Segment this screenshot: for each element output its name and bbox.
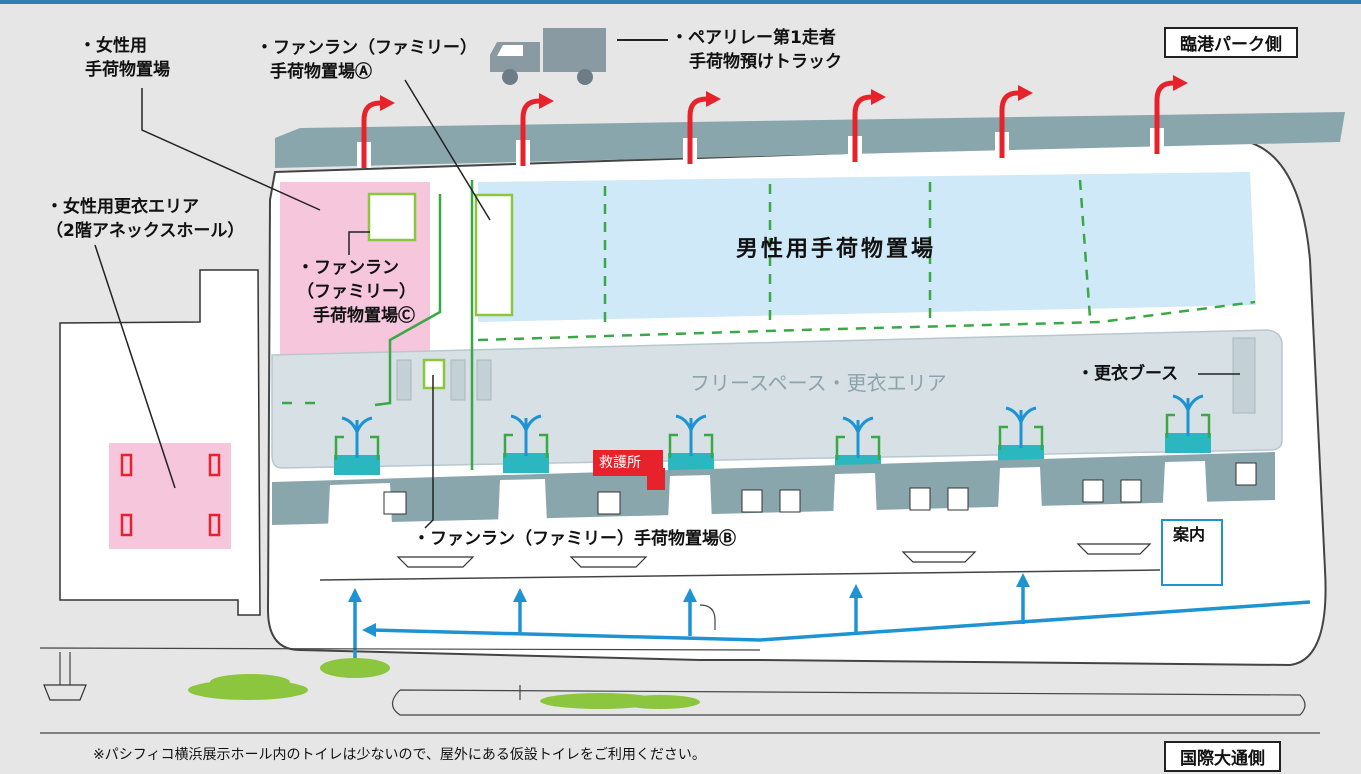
toilet-icons: [383, 462, 1257, 515]
funrun-c-label-line1: ・ファンラン: [297, 258, 399, 278]
women-changing-area: [109, 443, 231, 549]
women-changing-label-line2: （2階アネックスホール）: [46, 221, 245, 241]
funrun-a-label-line2: 手荷物置場Ⓐ: [270, 62, 372, 82]
truck-label-line2: 手荷物預けトラック: [689, 52, 842, 72]
booth-arrows: [341, 394, 1204, 458]
truck-label: ・ペアリレー第1走者 手荷物預けトラック: [671, 26, 842, 74]
women-baggage-label-line2: 手荷物置場: [85, 60, 170, 80]
funrun-a-label-line1: ・ファンラン（ファミリー）: [256, 38, 477, 58]
men-baggage-label: 男性用手荷物置場: [736, 237, 937, 262]
changing-booth-label: ・更衣ブース: [1077, 364, 1179, 384]
dashed-dividers: [477, 179, 1256, 342]
changing-room-markers: [120, 453, 221, 537]
outdoor-lines: [39, 604, 1320, 734]
women-baggage-label: ・女性用 手荷物置場: [79, 34, 170, 82]
funrun-c-label-line2: （ファミリー）: [297, 282, 416, 302]
info-booth: [1161, 519, 1223, 586]
men-baggage-area: [478, 172, 1256, 322]
women-changing-label-line1: ・女性用更衣エリア: [46, 197, 199, 217]
funrun-a-label: ・ファンラン（ファミリー） 手荷物置場Ⓐ: [256, 36, 477, 84]
footnote: ※パシフィコ横浜展示ホール内のトイレは少ないので、屋外にある仮設トイレをご利用く…: [93, 747, 706, 763]
booth-frames: [334, 413, 1211, 460]
info-label: 案内: [1173, 525, 1206, 544]
top-border: [0, 0, 1361, 4]
funrun-a-spot: [474, 193, 514, 317]
funrun-c-spot: [367, 192, 417, 242]
funrun-c-label: ・ファンラン （ファミリー） 手荷物置場Ⓒ: [297, 256, 416, 328]
truck-icon: [490, 28, 668, 85]
women-baggage-label-line1: ・女性用: [79, 36, 147, 56]
funrun-b-label: ・ファンラン（ファミリー）手荷物置場Ⓑ: [413, 529, 736, 549]
first-aid-box: [593, 450, 663, 476]
side-label-top: 臨港パーク側: [1164, 27, 1298, 58]
funrun-c-label-line3: 手荷物置場Ⓒ: [313, 306, 415, 326]
entry-arrowheads: [348, 573, 1030, 637]
funrun-b-spot: [422, 358, 446, 390]
exit-arrows: [361, 80, 1178, 168]
free-space-label: フリースペース・更衣エリア: [690, 371, 947, 395]
first-aid-label: 救護所: [599, 455, 641, 471]
pillars: [396, 337, 1256, 414]
entry-route: [353, 585, 1311, 665]
exit-arrowheads: [380, 75, 1188, 111]
facade-band: [275, 112, 1345, 168]
women-changing-label: ・女性用更衣エリア （2階アネックスホール）: [46, 195, 244, 243]
grates: [43, 543, 1152, 701]
side-label-bottom: 国際大通側: [1164, 741, 1281, 772]
greenery: [188, 658, 700, 709]
truck-label-line1: ・ペアリレー第1走者: [671, 28, 836, 48]
entrance-line: [319, 569, 1161, 581]
free-space-area: [271, 329, 1283, 469]
leader-lines: [94, 79, 1240, 529]
green-lines: [282, 180, 474, 470]
